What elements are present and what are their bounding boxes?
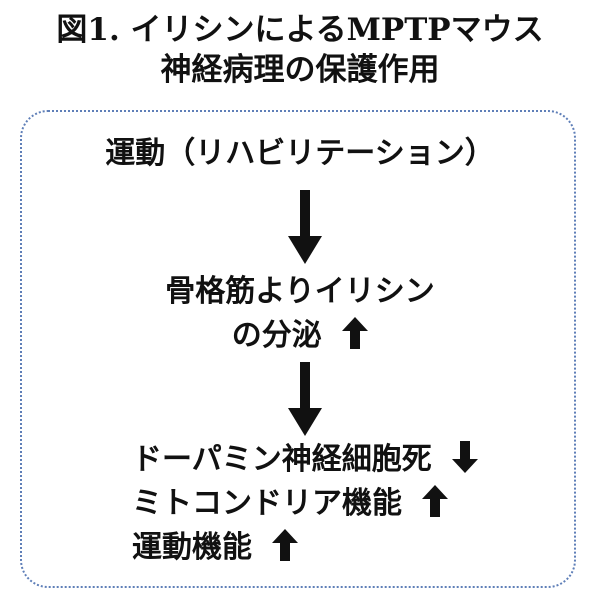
flow-arrow-2-icon — [288, 362, 322, 436]
outcome-dopamine: ドーパミン神経細胞死 — [132, 440, 479, 480]
outcome-motor: 運動機能 — [132, 528, 299, 568]
step-irisin-line2: の分泌 — [0, 316, 600, 356]
outcome-mitochondria: ミトコンドリア機能 — [132, 484, 449, 524]
step-exercise: 運動（リハビリテーション） — [0, 134, 600, 174]
flow-box — [20, 110, 576, 588]
figure-title-line1: 図1. イリシンによるMPTPマウス — [56, 12, 544, 48]
outcome-mitochondria-label: ミトコンドリア機能 — [132, 486, 402, 521]
step-secretion-label: の分泌 — [231, 318, 322, 353]
up-arrow-icon — [342, 317, 369, 349]
flow-arrow-1-icon — [288, 190, 322, 264]
step-irisin-label: 骨格筋よりイリシン — [165, 274, 435, 309]
outcome-dopamine-label: ドーパミン神経細胞死 — [132, 442, 432, 477]
down-arrow-icon — [452, 441, 479, 473]
up-arrow-icon — [272, 529, 299, 561]
outcome-motor-label: 運動機能 — [132, 530, 252, 565]
up-arrow-icon — [422, 485, 449, 517]
step-exercise-label: 運動（リハビリテーション） — [105, 136, 495, 171]
step-irisin-line1: 骨格筋よりイリシン — [0, 272, 600, 312]
figure-title-line2: 神経病理の保護作用 — [160, 52, 440, 88]
